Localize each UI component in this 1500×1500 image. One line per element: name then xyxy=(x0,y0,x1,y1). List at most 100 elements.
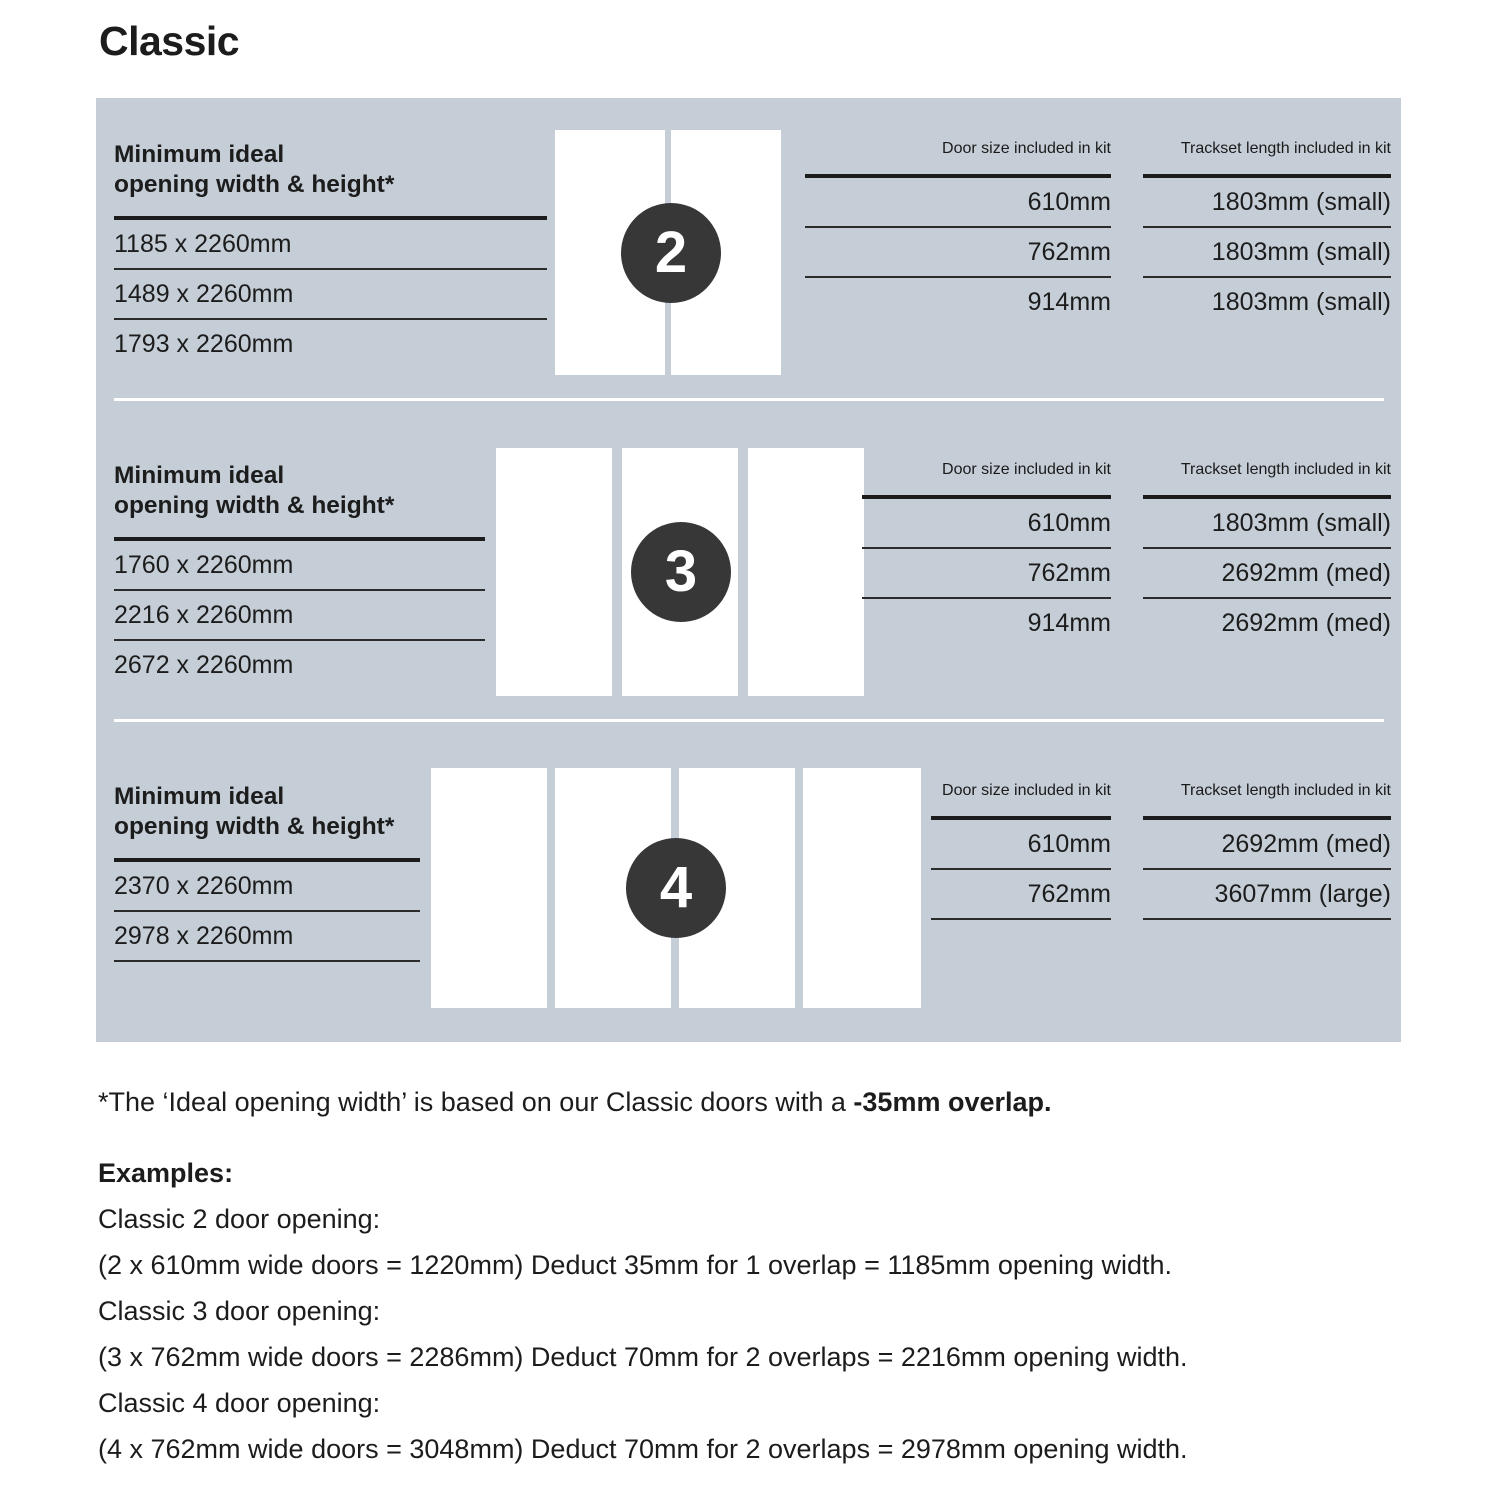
example-line: Classic 2 door opening: xyxy=(98,1204,381,1234)
door-panel xyxy=(748,448,864,696)
example-line: Classic 3 door opening: xyxy=(98,1296,381,1326)
row-rule xyxy=(114,588,485,591)
table-cell: 610mm xyxy=(1027,509,1111,537)
spec-panel: 2 Minimum ideal opening width & height* … xyxy=(96,98,1401,1042)
example-line: (2 x 610mm wide doors = 1220mm) Deduct 3… xyxy=(98,1250,1173,1280)
example-line: (4 x 762mm wide doors = 3048mm) Deduct 7… xyxy=(98,1434,1188,1464)
row-rule xyxy=(114,909,420,912)
section-4-door: 4 Minimum ideal opening width & height* … xyxy=(96,740,1401,1040)
door-diagram-4 xyxy=(431,768,921,1008)
table-row: 2216 x 2260mm xyxy=(114,600,294,629)
row-rule xyxy=(805,276,1111,278)
table-cell: 3607mm (large) xyxy=(1214,880,1391,908)
table-cell: 1803mm (small) xyxy=(1211,509,1391,537)
row-rule xyxy=(862,597,1111,599)
section-2-door: 2 Minimum ideal opening width & height* … xyxy=(96,98,1401,398)
header-rule xyxy=(114,215,547,220)
badge-label: 3 xyxy=(664,539,698,604)
door-panel xyxy=(431,768,547,1008)
door-size-header: Door size included in kit xyxy=(942,782,1111,799)
row-rule xyxy=(1143,918,1391,920)
table-row: 1489 x 2260mm xyxy=(114,279,294,308)
table-cell: 762mm xyxy=(1027,559,1111,587)
kit-contents-table-2: Door size included in kit 610mm 762mm 91… xyxy=(805,140,1391,326)
header-rule xyxy=(114,536,485,541)
table-cell: 610mm xyxy=(1027,188,1111,216)
table-cell: 2692mm (med) xyxy=(1221,559,1392,587)
table-cell: 762mm xyxy=(1027,238,1111,266)
opening-size-table-3: Minimum ideal opening width & height* 17… xyxy=(114,461,485,689)
door-count-badge-2: 2 xyxy=(621,203,721,303)
opening-size-table-2: Minimum ideal opening width & height* 11… xyxy=(114,140,547,368)
section-divider xyxy=(114,398,1384,401)
door-panel xyxy=(803,768,921,1008)
door-count-badge-3: 3 xyxy=(631,522,731,622)
table-cell: 1803mm (small) xyxy=(1211,288,1391,316)
table-cell: 610mm xyxy=(1027,830,1111,858)
page-title: Classic xyxy=(99,18,240,64)
door-size-header: Door size included in kit xyxy=(942,140,1111,157)
overlap-footnote: *The ‘Ideal opening width’ is based on o… xyxy=(98,1087,1052,1118)
table-row: 2978 x 2260mm xyxy=(114,921,294,950)
door-size-column: Door size included in kit 610mm 762mm 91… xyxy=(805,140,1111,326)
kit-contents-table-4: Door size included in kit 610mm 762mm Tr… xyxy=(931,782,1391,920)
header-rule xyxy=(931,816,1111,820)
footnote-text: *The ‘Ideal opening width’ is based on o… xyxy=(98,1087,854,1117)
example-line: Classic 4 door opening: xyxy=(98,1388,381,1418)
door-size-header: Door size included in kit xyxy=(942,461,1111,478)
table-cell: 2692mm (med) xyxy=(1221,609,1392,637)
row-rule xyxy=(1143,597,1391,599)
row-rule xyxy=(114,317,547,320)
opening-size-header: Minimum ideal opening width & height* xyxy=(114,462,395,519)
table-row: 1185 x 2260mm xyxy=(114,229,292,258)
header-rule xyxy=(805,174,1111,178)
trackset-column: Trackset length included in kit 2692mm (… xyxy=(1143,782,1391,920)
door-size-column: Door size included in kit 610mm 762mm 91… xyxy=(862,461,1111,647)
row-rule xyxy=(1143,547,1391,549)
trackset-column: Trackset length included in kit 1803mm (… xyxy=(1143,461,1391,647)
table-cell: 2692mm (med) xyxy=(1221,830,1392,858)
examples-heading: Examples: xyxy=(98,1158,234,1188)
footnote-emphasis: -35mm overlap. xyxy=(853,1087,1052,1117)
row-rule xyxy=(114,267,547,270)
table-row: 2370 x 2260mm xyxy=(114,871,294,900)
table-cell: 1803mm (small) xyxy=(1211,188,1391,216)
table-cell: 762mm xyxy=(1027,880,1111,908)
example-line: (3 x 762mm wide doors = 2286mm) Deduct 7… xyxy=(98,1342,1188,1372)
door-count-badge-4: 4 xyxy=(626,838,726,938)
header-rule xyxy=(114,857,420,862)
table-row: 2672 x 2260mm xyxy=(114,650,294,679)
table-cell: 914mm xyxy=(1027,609,1111,637)
row-rule xyxy=(1143,226,1391,228)
table-cell: 914mm xyxy=(1027,288,1111,316)
row-rule xyxy=(114,638,485,641)
trackset-header: Trackset length included in kit xyxy=(1180,461,1391,478)
table-row: 1793 x 2260mm xyxy=(114,329,294,358)
header-rule xyxy=(1143,816,1391,820)
header-rule xyxy=(1143,174,1391,178)
table-row: 1760 x 2260mm xyxy=(114,550,294,579)
kit-contents-table-3: Door size included in kit 610mm 762mm 91… xyxy=(862,461,1391,647)
row-rule xyxy=(931,918,1111,920)
row-rule xyxy=(931,868,1111,870)
row-rule xyxy=(1143,868,1391,870)
row-rule xyxy=(1143,276,1391,278)
row-rule xyxy=(805,226,1111,228)
door-panel xyxy=(496,448,612,696)
header-rule xyxy=(862,495,1111,499)
table-cell: 1803mm (small) xyxy=(1211,238,1391,266)
section-divider xyxy=(114,719,1384,722)
opening-size-table-4: Minimum ideal opening width & height* 23… xyxy=(114,782,420,962)
row-rule xyxy=(862,547,1111,549)
opening-size-header: Minimum ideal opening width & height* xyxy=(114,783,395,840)
door-size-column: Door size included in kit 610mm 762mm xyxy=(931,782,1111,920)
trackset-column: Trackset length included in kit 1803mm (… xyxy=(1143,140,1391,326)
trackset-header: Trackset length included in kit xyxy=(1180,782,1391,799)
section-3-door: 3 Minimum ideal opening width & height* … xyxy=(96,419,1401,719)
row-rule xyxy=(114,959,420,962)
badge-label: 4 xyxy=(659,855,693,920)
trackset-header: Trackset length included in kit xyxy=(1180,140,1391,157)
badge-label: 2 xyxy=(654,220,688,285)
opening-size-header: Minimum ideal opening width & height* xyxy=(114,141,395,198)
header-rule xyxy=(1143,495,1391,499)
